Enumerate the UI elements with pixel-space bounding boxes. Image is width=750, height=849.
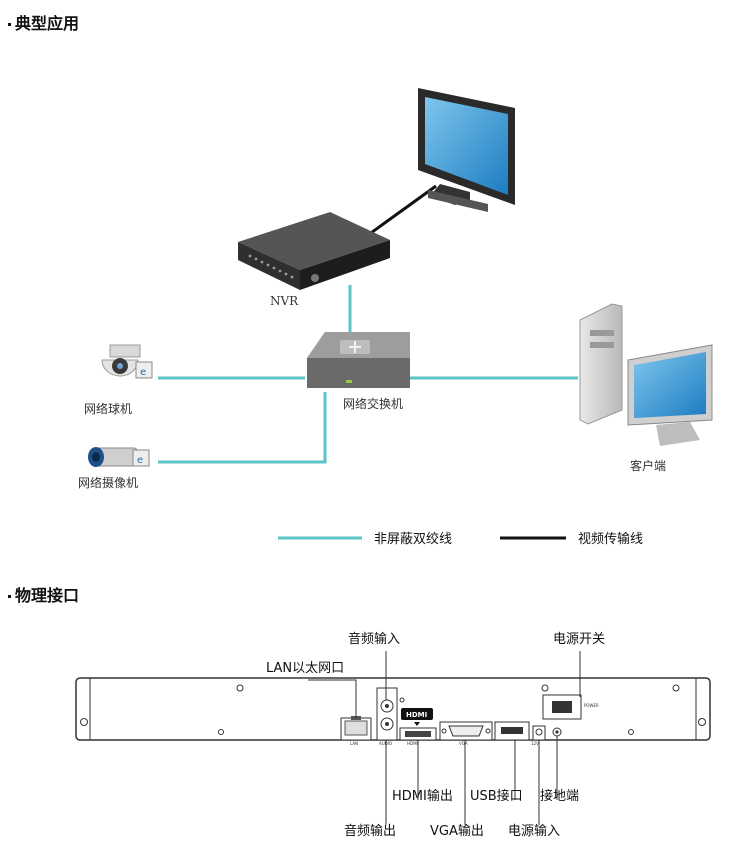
power-in-label: 电源输入 [508,823,560,839]
legend-utp-label: 非屏蔽双绞线 [374,531,452,547]
svg-text:e: e [137,455,143,466]
audio-port-block [376,687,398,741]
section-title-typical-application: 典型应用 [8,10,79,34]
nvr-device-icon [238,212,390,290]
hdmi-out-label: HDMI输出 [392,788,453,804]
client-pc-icon [579,303,713,446]
svg-text:HDMI: HDMI [406,711,427,719]
power-silk: POWER [584,703,599,708]
dome-camera-icon: e [101,344,153,379]
callout-lines [308,651,581,825]
audio-in-label: 音频输入 [348,631,400,647]
hdmi-logo [401,708,433,720]
bullet-icon [8,595,11,598]
legend-video-label: 视频传输线 [578,531,643,547]
section-title-physical-interface: 物理接口 [8,582,79,606]
switch-label: 网络交换机 [343,396,403,411]
network-switch-icon [307,332,410,388]
legend: 非屏蔽双绞线 视频传输线 [278,531,643,547]
typical-application-title: 典型应用 [15,14,80,33]
client-label: 客户端 [630,458,666,473]
rear-panel: LAN AUDIO HDMI HDMI VGA 12V PO [75,677,711,746]
utp-cables [158,285,578,464]
audio-out-label: 音频输出 [344,823,396,839]
bullet-camera-label: 网络摄像机 [78,475,138,490]
lan-label: LAN以太网口 [266,661,344,676]
dc-power-port [532,725,546,741]
vga-out-label: VGA输出 [430,823,484,839]
vga-silk: VGA [459,741,468,746]
physical-interface-title: 物理接口 [15,586,80,605]
hdmi-silk: HDMI [407,741,418,746]
usb-label: USB接口 [470,788,523,804]
bullet-icon [8,23,11,26]
lan-silk: LAN [350,741,358,746]
dc-silk: 12V [531,741,539,746]
bullet-camera-icon: e [88,447,150,467]
nvr-label: NVR [270,294,299,308]
ground-label: 接地端 [540,788,579,804]
monitor-icon [418,88,515,212]
power-switch-label: 电源开关 [553,632,605,647]
dome-camera-label: 网络球机 [84,401,132,416]
svg-text:e: e [140,367,146,378]
